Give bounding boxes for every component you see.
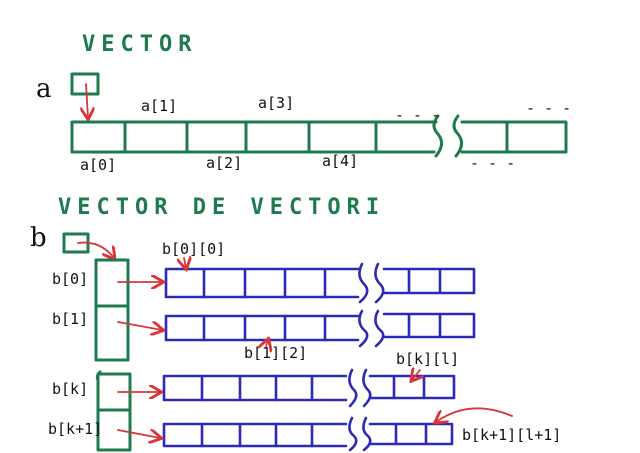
label-b00: b[0][0] <box>162 240 225 258</box>
label-a2: a[2] <box>206 154 242 172</box>
row-array-bk1 <box>162 416 454 452</box>
vector-array <box>70 114 568 158</box>
label-a1: a[1] <box>141 97 177 115</box>
row-array-bk <box>162 368 456 408</box>
vector-pointer-box <box>70 72 100 96</box>
label-b12: b[1][2] <box>244 344 307 362</box>
row-label-b1: b[1] <box>52 310 88 328</box>
vector-var-name: a <box>36 74 52 104</box>
row-array-b0 <box>164 262 476 304</box>
arrow-bk1l1 <box>436 407 513 422</box>
matrix-var-name: b <box>30 223 47 253</box>
row-label-bk1: b[k+1] <box>48 420 102 438</box>
row-pointer-column-lower <box>95 370 132 452</box>
title-vector: VECTOR <box>82 32 197 57</box>
label-bk1l1: b[k+1][l+1] <box>462 426 561 444</box>
arrow-bkl <box>412 370 420 380</box>
label-a4: a[4] <box>322 152 358 170</box>
row-pointer-column-upper <box>94 258 130 362</box>
label-a0: a[0] <box>80 156 116 174</box>
vector-pointer-arrow <box>86 83 88 118</box>
arrow-b00 <box>184 258 186 268</box>
arrow-b12 <box>266 340 268 346</box>
dots-top-right: - - - <box>526 99 571 117</box>
dots-bottom: - - - <box>470 154 515 172</box>
arrow-bk1 <box>117 430 160 438</box>
arrow-b1 <box>117 322 162 330</box>
row-label-b0: b[0] <box>52 270 88 288</box>
label-bkl: b[k][l] <box>396 350 459 368</box>
title-vector-of-vectors: VECTOR DE VECTORI <box>58 195 385 220</box>
label-a3: a[3] <box>258 94 294 112</box>
row-array-b1 <box>164 309 476 348</box>
dots-top: - - - <box>395 106 440 124</box>
row-label-bk: b[k] <box>52 380 88 398</box>
matrix-pointer-arrow <box>77 241 114 258</box>
